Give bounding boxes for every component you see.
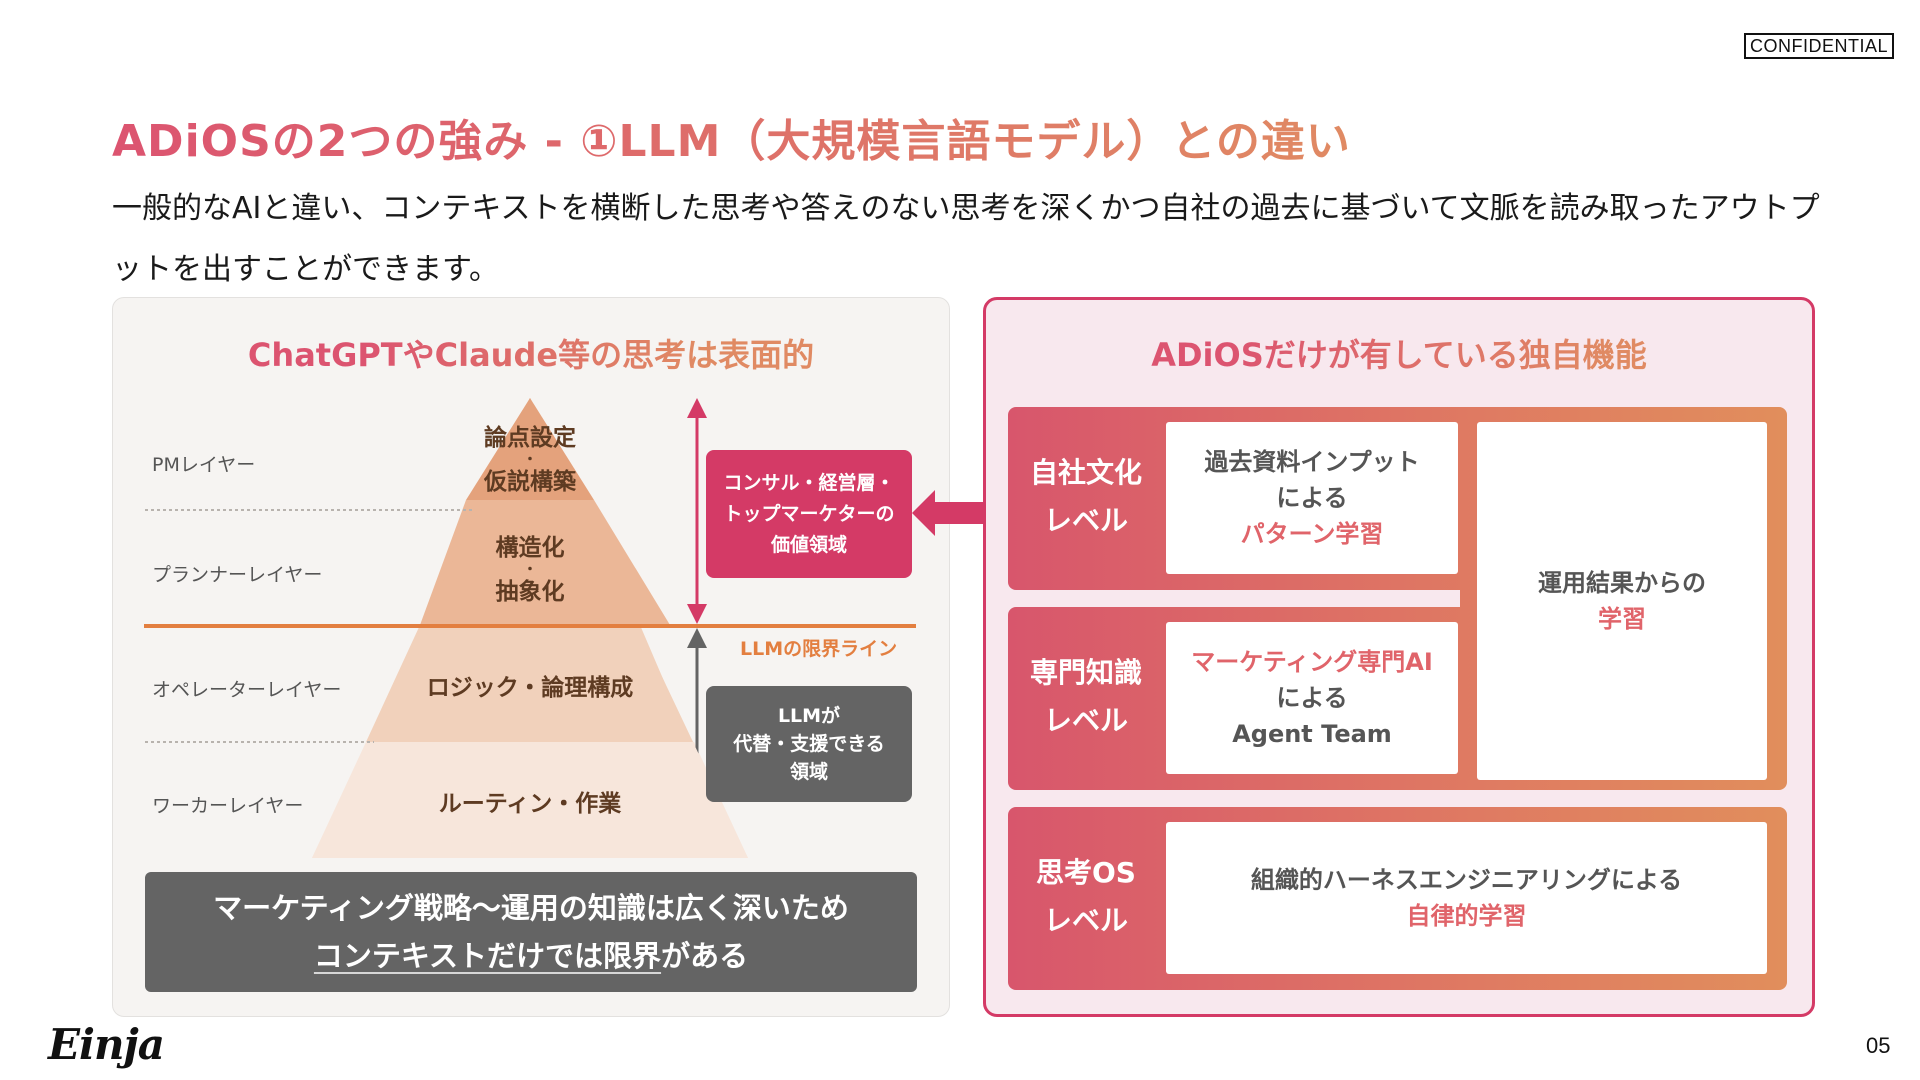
callout-line: 価値領域 bbox=[770, 533, 847, 556]
value-range-arrow-head-down bbox=[687, 604, 707, 624]
level-label-line: レベル bbox=[1043, 504, 1128, 537]
level-label-thinking-os: 思考OS レベル bbox=[1008, 849, 1164, 945]
page-title: ADiOSの2つの強み - ①LLM（大規模言語モデル）との違い bbox=[112, 105, 1351, 169]
summary-line-2-rest: がある bbox=[661, 939, 749, 973]
pyramid-text-dot: ・ bbox=[523, 562, 537, 578]
summary-line-1: マーケティング戦略〜運用の知識は広く深いため bbox=[213, 891, 849, 925]
llm-limit-line bbox=[144, 624, 916, 628]
callout-line: トップマーケターの bbox=[723, 502, 895, 525]
connector-arrow-shaft bbox=[935, 502, 985, 524]
feature-box-agent-team: マーケティング専門AI による Agent Team bbox=[1166, 622, 1458, 774]
value-range-arrow-head-up bbox=[687, 398, 707, 418]
feature-accent: マーケティング専門AI bbox=[1191, 648, 1433, 676]
callout-line: コンサル・経営層・ bbox=[723, 471, 895, 494]
pyramid-text-line: 仮説構築 bbox=[484, 469, 576, 495]
feature-box-operational-learning: 運用結果からの 学習 bbox=[1477, 422, 1767, 780]
pyramid-text-line: 抽象化 bbox=[495, 579, 565, 605]
pyramid-text-pm: 論点設定 ・ 仮説構築 bbox=[430, 426, 630, 494]
llm-limit-label: LLMの限界ライン bbox=[740, 638, 898, 660]
feature-line: 運用結果からの bbox=[1538, 569, 1706, 597]
page-number: 05 bbox=[1866, 1033, 1891, 1058]
value-domain-callout: コンサル・経営層・ トップマーケターの 価値領域 bbox=[706, 450, 912, 578]
llm-range-arrow-head-up bbox=[687, 628, 707, 648]
feature-accent: パターン学習 bbox=[1240, 520, 1384, 548]
summary-line-2: コンテキストだけでは限界がある bbox=[145, 932, 917, 980]
feature-line: 組織的ハーネスエンジニアリングによる bbox=[1250, 866, 1683, 894]
level-label-line: レベル bbox=[1043, 904, 1128, 937]
level-label-line: 思考OS bbox=[1036, 856, 1136, 889]
llm-domain-callout: LLMが 代替・支援できる 領域 bbox=[706, 686, 912, 802]
pyramid-text-worker: ルーティン・作業 bbox=[438, 791, 622, 817]
feature-box-pattern-learning: 過去資料インプット による パターン学習 bbox=[1166, 422, 1458, 574]
connector-arrow-head bbox=[912, 490, 935, 536]
feature-accent: 学習 bbox=[1598, 605, 1646, 633]
pyramid-text-planner: 構造化 ・ 抽象化 bbox=[430, 536, 630, 604]
page-subtitle: 一般的なAIと違い、コンテキストを横断した思考や答えのない思考を深くかつ自社の過… bbox=[112, 191, 1820, 287]
confidential-label: CONFIDENTIAL bbox=[1744, 33, 1895, 59]
feature-line: Agent Team bbox=[1232, 720, 1392, 748]
pyramid-text-operator: ロジック・論理構成 bbox=[426, 675, 634, 701]
layer-label-worker: ワーカーレイヤー bbox=[152, 795, 304, 817]
level-label-culture: 自社文化 レベル bbox=[1008, 449, 1164, 545]
callout-line: 領域 bbox=[789, 761, 828, 783]
level-label-line: 自社文化 bbox=[1029, 456, 1142, 489]
feature-accent: 自律的学習 bbox=[1406, 902, 1527, 930]
feature-line: による bbox=[1276, 484, 1348, 512]
layer-label-planner: プランナーレイヤー bbox=[152, 564, 323, 586]
feature-box-autonomous-learning: 組織的ハーネスエンジニアリングによる 自律的学習 bbox=[1166, 822, 1767, 974]
pyramid-text-dot: ・ bbox=[523, 452, 537, 468]
summary-emphasis: コンテキストだけでは限界 bbox=[313, 939, 662, 973]
feature-line: による bbox=[1276, 684, 1348, 712]
llm-panel-title: ChatGPTやClaude等の思考は表面的 bbox=[112, 330, 950, 376]
callout-line: 代替・支援できる bbox=[733, 733, 885, 755]
pyramid-text-line: 論点設定 bbox=[484, 425, 576, 451]
pyramid-tier-worker bbox=[312, 742, 748, 858]
layer-label-operator: オペレーターレイヤー bbox=[152, 679, 342, 701]
level-label-expertise: 専門知識 レベル bbox=[1008, 649, 1164, 745]
callout-line: LLMが bbox=[777, 705, 841, 727]
llm-limit-summary: マーケティング戦略〜運用の知識は広く深いため コンテキストだけでは限界がある bbox=[145, 872, 917, 992]
adios-panel-title: ADiOSだけが有している独自機能 bbox=[983, 330, 1815, 376]
pyramid-text-line: 構造化 bbox=[495, 535, 565, 561]
layer-label-pm: PMレイヤー bbox=[152, 454, 256, 476]
level-label-line: 専門知識 bbox=[1029, 656, 1142, 689]
einja-logo: Einja bbox=[48, 1020, 165, 1069]
level-label-line: レベル bbox=[1043, 704, 1128, 737]
feature-line: 過去資料インプット bbox=[1204, 448, 1420, 476]
